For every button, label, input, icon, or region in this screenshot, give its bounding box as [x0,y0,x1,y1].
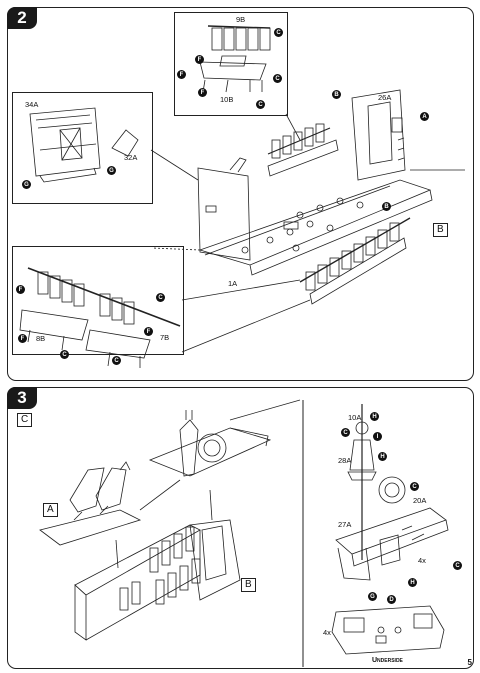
part-10b-label: 10B [220,95,234,104]
callout-c: C [112,356,121,365]
callout-c: C [60,350,69,359]
step-3-panel: 3 C A B [7,387,474,669]
seat-inset-bottom [12,246,184,355]
multiplier-4x: 4x [418,556,426,565]
callout-b: B [332,90,341,99]
seat-inset-top [174,12,288,116]
part-9b-label: 9B [236,15,246,24]
part-20a-label: 20A [413,496,427,505]
callout-c: C [256,100,265,109]
fuel-tank-assembly [335,404,449,581]
part-10a-label: 10A [348,413,362,422]
callout-b: B [382,202,391,211]
console-34a [29,107,139,183]
callout-c: C [274,28,283,37]
callout-c: C [156,293,165,302]
seat-row-lower [299,217,411,305]
callout-a: A [420,112,429,121]
seat-row-upper [267,123,339,177]
callout-c: C [341,428,350,437]
callout-c: C [273,74,282,83]
part-27a-label: 27A [338,520,352,529]
callout-f: F [18,334,27,343]
page-number: 5 [467,658,472,667]
part-8b-label: 8B [36,334,46,343]
callout-f: F [144,327,153,336]
multiplier-4x: 4x [323,628,331,637]
callout-i: I [373,432,382,441]
callout-g: G [368,592,377,601]
cockpit-seats-a [39,461,142,546]
callout-f: F [177,70,186,79]
cockpit-bulkhead [197,157,251,261]
callout-h: H [408,578,417,587]
underside-view [331,605,445,655]
callout-f: F [195,55,204,64]
engine-instrument-module [148,410,272,477]
part-box-label-b: B [241,578,256,592]
console-inset-left [12,92,153,204]
part-28a-label: 28A [338,456,352,465]
part-1a-label: 1A [228,279,238,288]
part-box-label-c: C [17,413,33,427]
callout-f: F [16,285,25,294]
part-32a-label: 32A [124,153,138,162]
callout-c: C [410,482,419,491]
underside-label: Underside [372,657,403,664]
callout-g: G [107,166,116,175]
callout-c: C [453,561,462,570]
fuselage-section-b [74,519,241,641]
fuselage-floor [198,179,433,276]
callout-f: F [198,88,207,97]
step-number: 2 [7,7,37,29]
seat-bench-7b-8b [19,267,181,368]
callout-h: H [370,412,379,421]
part-box-label: B [433,223,448,237]
part-box-label-a: A [43,503,58,517]
bulkhead-26a [351,89,406,181]
part-7b-label: 7B [160,333,170,342]
part-34a-label: 34A [25,100,39,109]
step-number: 3 [7,387,37,409]
callout-d: D [387,595,396,604]
seat-bench-9b [199,25,271,93]
callout-h: H [378,452,387,461]
part-26a-label: 26A [378,93,392,102]
callout-g: G [22,180,31,189]
